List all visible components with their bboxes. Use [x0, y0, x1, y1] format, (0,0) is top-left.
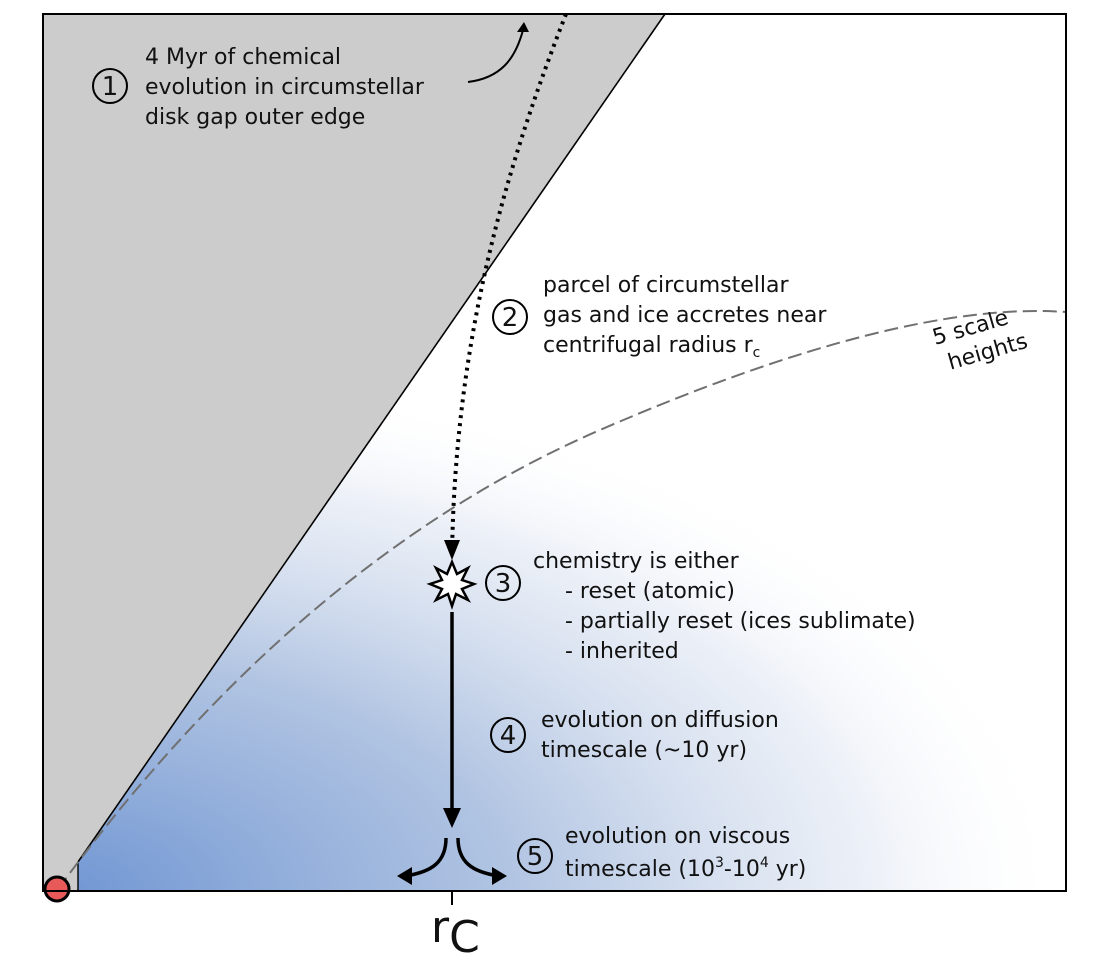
- step-4-line-2: timescale (~10 yr): [541, 738, 747, 763]
- step-2-line-3: centrifugal radius rc: [543, 333, 760, 361]
- step-2-number: 2: [502, 303, 519, 333]
- step-3: 3 chemistry is either - reset (atomic) -…: [485, 549, 916, 664]
- step-5-number: 5: [527, 842, 544, 872]
- step-3-line-3: - partially reset (ices sublimate): [565, 609, 916, 634]
- step-5-line-1: evolution on viscous: [565, 824, 790, 849]
- scale-height-curve: [57, 309, 1067, 890]
- step-4-badge: [490, 717, 526, 753]
- step-1-badge: [92, 68, 128, 104]
- viscous-arrow-outward: [456, 837, 500, 878]
- step-1-line-3: disk gap outer edge: [145, 105, 365, 130]
- step-2-line-1: parcel of circumstellar: [543, 273, 790, 298]
- step-1-line-1: 4 Myr of chemical: [145, 45, 341, 70]
- step-4: 4 evolution on diffusion timescale (~10 …: [490, 708, 779, 763]
- pointer-arrow: [467, 29, 524, 83]
- step-5: 5 evolution on viscous timescale (103-10…: [517, 824, 806, 882]
- disk-gap-region: [43, 14, 665, 891]
- step-1: 1 4 Myr of chemical evolution in circums…: [92, 45, 425, 130]
- step-4-line-1: evolution on diffusion: [541, 708, 779, 733]
- plot-frame: [42, 13, 1067, 892]
- step-4-number: 4: [500, 721, 517, 751]
- step-1-line-2: evolution in circumstellar: [145, 75, 425, 100]
- step-5-line-2: timescale (103-104 yr): [565, 855, 806, 882]
- pointer-arrowhead: [517, 22, 529, 32]
- step-3-number: 3: [495, 569, 512, 599]
- step-2: 2 parcel of circumstellar gas and ice ac…: [492, 273, 827, 361]
- step-3-line-1: chemistry is either: [533, 549, 740, 574]
- step-5-badge: [517, 838, 553, 874]
- step-3-line-4: - inherited: [565, 639, 679, 664]
- shock-burst-icon: [426, 558, 478, 610]
- step-3-line-2: - reset (atomic): [565, 579, 735, 604]
- rc-axis-label: rC: [431, 902, 480, 960]
- diffusion-arrowhead: [443, 808, 461, 828]
- step-2-badge: [492, 299, 528, 335]
- infall-arrowhead: [444, 540, 460, 560]
- viscous-arrow-inward: [404, 837, 448, 878]
- gap-edge-line: [77, 13, 666, 863]
- step-2-line-2: gas and ice accretes near: [543, 303, 827, 328]
- viscous-arrowhead-inward: [397, 867, 412, 885]
- viscous-arrowhead-outward: [492, 867, 507, 885]
- step-1-number: 1: [102, 72, 119, 102]
- star-marker: [43, 875, 71, 903]
- step-3-badge: [485, 565, 521, 601]
